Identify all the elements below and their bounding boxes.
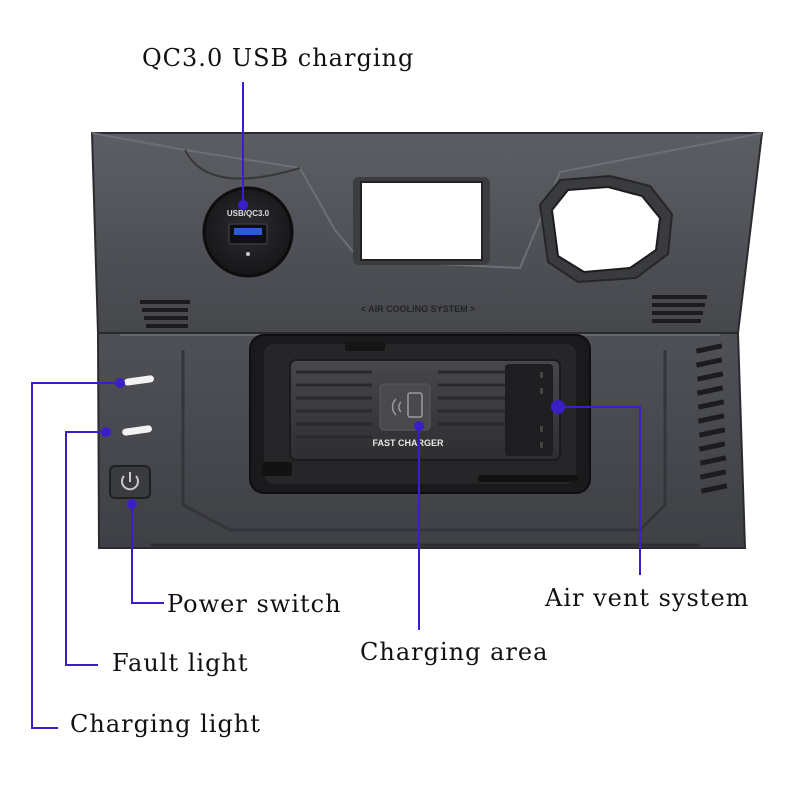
- back-vents-left: [140, 300, 190, 328]
- wireless-charging-icon: [379, 383, 431, 431]
- air-vents-right: [695, 343, 728, 494]
- square-cutout: [353, 177, 490, 265]
- fault-light-label: Fault light: [112, 649, 249, 677]
- power-icon: [121, 472, 139, 491]
- power-button[interactable]: [109, 465, 151, 499]
- charging-light-label: Charging light: [70, 710, 261, 738]
- charging-area-dot: [414, 421, 424, 431]
- cooling-system-label: < AIR COOLING SYSTEM >: [361, 304, 476, 314]
- charging-pad: FAST CHARGER: [249, 334, 591, 494]
- fast-charger-label: FAST CHARGER: [372, 438, 444, 448]
- usb-port: USB/QC3.0: [202, 186, 294, 278]
- power-switch-label: Power switch: [167, 590, 342, 618]
- air-vent-label: Air vent system: [544, 584, 749, 612]
- callout-dots: [101, 200, 565, 509]
- air-vent-dot: [551, 400, 565, 414]
- power-switch-dot: [127, 499, 137, 509]
- charging-light-dot: [115, 378, 125, 388]
- port-label: USB/QC3.0: [227, 209, 270, 218]
- pad-ribs: [296, 370, 505, 439]
- usb-dot: [238, 200, 248, 210]
- round-cutout: [538, 174, 674, 284]
- fault-light-dot: [101, 427, 111, 437]
- callouts: [31, 82, 641, 729]
- fault-light-led: [122, 425, 152, 436]
- usb-charging-label: QC3.0 USB charging: [142, 44, 414, 72]
- front-panel: FAST CHARGER: [96, 332, 747, 549]
- charging-light-led: [124, 375, 154, 386]
- charging-area-label: Charging area: [360, 638, 548, 666]
- back-vents-right: [652, 295, 707, 323]
- back-panel: USB/QC3.0 < AIR COOLING SYSTEM >: [90, 132, 764, 334]
